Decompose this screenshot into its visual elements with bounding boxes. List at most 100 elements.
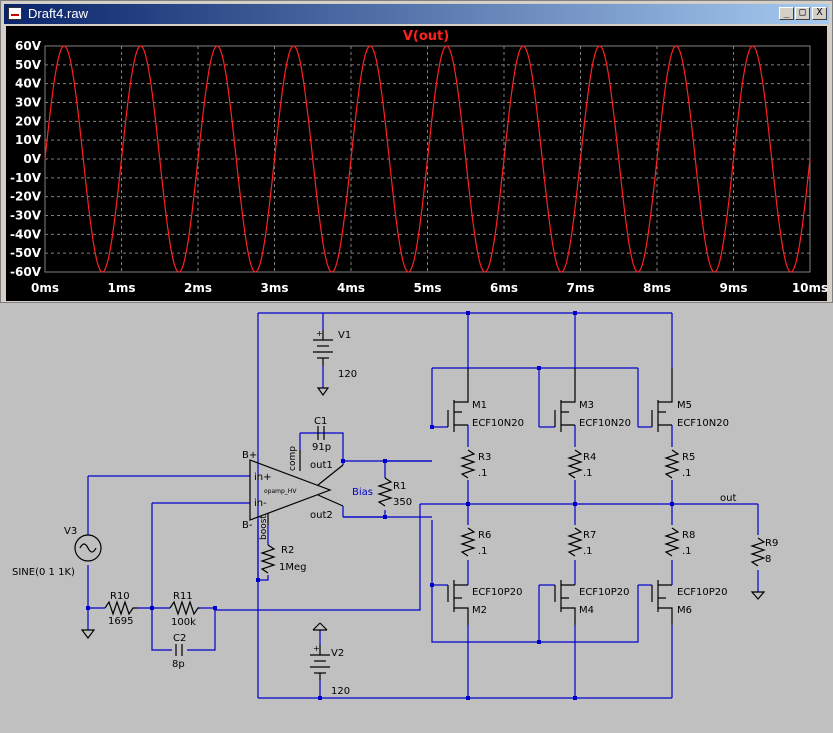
net-label-out: out <box>720 493 736 504</box>
opamp-hv[interactable] <box>249 450 344 525</box>
resistor-r8[interactable] <box>664 527 680 557</box>
wire-junctions <box>86 311 674 700</box>
label-m1: M1 <box>472 400 487 411</box>
label-m4-model: ECF10P20 <box>579 587 630 598</box>
trace-label-vout[interactable]: V(out) <box>403 29 449 44</box>
capacitor-c1[interactable] <box>317 426 325 440</box>
resistor-r9[interactable] <box>750 537 766 600</box>
label-c2: C2 <box>173 633 186 644</box>
label-r5-value: .1 <box>682 468 692 479</box>
pmos-m4[interactable] <box>554 580 576 625</box>
label-m2: M2 <box>472 605 487 616</box>
schematic-components[interactable] <box>74 330 766 680</box>
label-m3: M3 <box>579 400 594 411</box>
y-tick-label: -20V <box>10 190 42 204</box>
resistor-r3[interactable] <box>460 449 476 479</box>
waveform-chart[interactable]: 60V50V40V30V20V10V0V-10V-20V-30V-40V-50V… <box>6 26 828 301</box>
label-r8-value: .1 <box>682 546 692 557</box>
nmos-m5[interactable] <box>651 368 673 432</box>
window-titlebar[interactable]: Draft4.raw _ □ X <box>4 4 829 24</box>
label-r6: R6 <box>478 530 491 541</box>
pmos-m6[interactable] <box>651 580 673 625</box>
label-v3: V3 <box>64 526 77 537</box>
pin-out1: out1 <box>310 460 333 471</box>
x-tick-label: 0ms <box>31 281 59 295</box>
y-tick-label: -60V <box>10 265 42 279</box>
label-m5-model: ECF10N20 <box>677 418 729 429</box>
resistor-r7[interactable] <box>567 527 583 557</box>
minimize-button[interactable]: _ <box>779 7 794 20</box>
opamp-model: opamp_HV <box>264 488 297 495</box>
label-v2: V2 <box>331 648 344 659</box>
label-m4: M4 <box>579 605 594 616</box>
label-r11: R11 <box>173 591 193 602</box>
label-r2-value: 1Meg <box>279 562 307 573</box>
v1-plus-sign: + <box>316 329 323 338</box>
resistor-r2[interactable] <box>260 544 276 574</box>
resistor-r6[interactable] <box>460 527 476 557</box>
label-r3-value: .1 <box>478 468 488 479</box>
x-tick-label: 6ms <box>490 281 518 295</box>
x-tick-label: 7ms <box>567 281 595 295</box>
resistor-r5[interactable] <box>664 449 680 479</box>
schematic-labels: + V1 120 + V2 120 V3 SINE(0 1 1K) C1 91p… <box>12 329 778 697</box>
pin-bminus: B- <box>242 520 253 531</box>
net-label-bias: Bias <box>352 487 373 498</box>
x-tick-label: 2ms <box>184 281 212 295</box>
trace-vout[interactable] <box>44 45 811 273</box>
schematic-wires[interactable] <box>87 312 759 699</box>
voltage-source-v1[interactable] <box>313 330 333 397</box>
resistor-r1[interactable] <box>377 477 393 507</box>
y-tick-label: 50V <box>15 58 42 72</box>
voltage-source-v2[interactable] <box>310 622 330 680</box>
plot-grid <box>44 45 811 273</box>
label-r1: R1 <box>393 481 406 492</box>
label-m2-model: ECF10P20 <box>472 587 523 598</box>
capacitor-c2[interactable] <box>175 644 183 656</box>
schematic-editor[interactable]: + V1 120 + V2 120 V3 SINE(0 1 1K) C1 91p… <box>0 303 833 729</box>
y-tick-label: 60V <box>15 39 42 53</box>
label-m3-model: ECF10N20 <box>579 418 631 429</box>
nmos-m3[interactable] <box>554 368 576 432</box>
label-r9-value: 8 <box>765 554 771 565</box>
v2-plus-sign: + <box>313 644 320 653</box>
resistor-r10[interactable] <box>104 600 138 616</box>
resistor-r4[interactable] <box>567 449 583 479</box>
waveform-app-icon <box>8 7 22 20</box>
label-r3: R3 <box>478 452 491 463</box>
nmos-m1[interactable] <box>447 368 469 432</box>
label-r7-value: .1 <box>583 546 593 557</box>
y-tick-label: 0V <box>23 152 41 166</box>
pin-boost: boost <box>259 515 269 540</box>
y-axis-ticks: 60V50V40V30V20V10V0V-10V-20V-30V-40V-50V… <box>10 39 42 279</box>
x-tick-label: 10ms <box>792 281 827 295</box>
label-m1-model: ECF10N20 <box>472 418 524 429</box>
x-tick-label: 3ms <box>261 281 289 295</box>
schematic-canvas[interactable]: + V1 120 + V2 120 V3 SINE(0 1 1K) C1 91p… <box>0 303 833 729</box>
label-m6: M6 <box>677 605 692 616</box>
label-r2: R2 <box>281 545 294 556</box>
y-tick-label: 20V <box>15 114 42 128</box>
label-r5: R5 <box>682 452 695 463</box>
window-title: Draft4.raw <box>28 6 88 21</box>
maximize-button[interactable]: □ <box>795 7 810 20</box>
resistor-r11[interactable] <box>169 600 200 616</box>
x-tick-label: 5ms <box>414 281 442 295</box>
sine-source-v3[interactable] <box>74 534 102 639</box>
label-r10-value: 1695 <box>108 616 133 627</box>
pin-in-minus: in- <box>254 498 267 509</box>
label-r9: R9 <box>765 538 778 549</box>
label-m6-model: ECF10P20 <box>677 587 728 598</box>
y-tick-label: -30V <box>10 209 42 223</box>
label-v3-value: SINE(0 1 1K) <box>12 567 75 578</box>
pin-comp: comp <box>288 446 298 471</box>
label-c1-value: 91p <box>312 442 331 453</box>
pmos-m2[interactable] <box>447 580 469 625</box>
y-tick-label: -50V <box>10 246 42 260</box>
label-c1: C1 <box>314 416 327 427</box>
label-v2-value: 120 <box>331 686 350 697</box>
label-r11-value: 100k <box>171 617 196 628</box>
close-button[interactable]: X <box>812 7 827 20</box>
